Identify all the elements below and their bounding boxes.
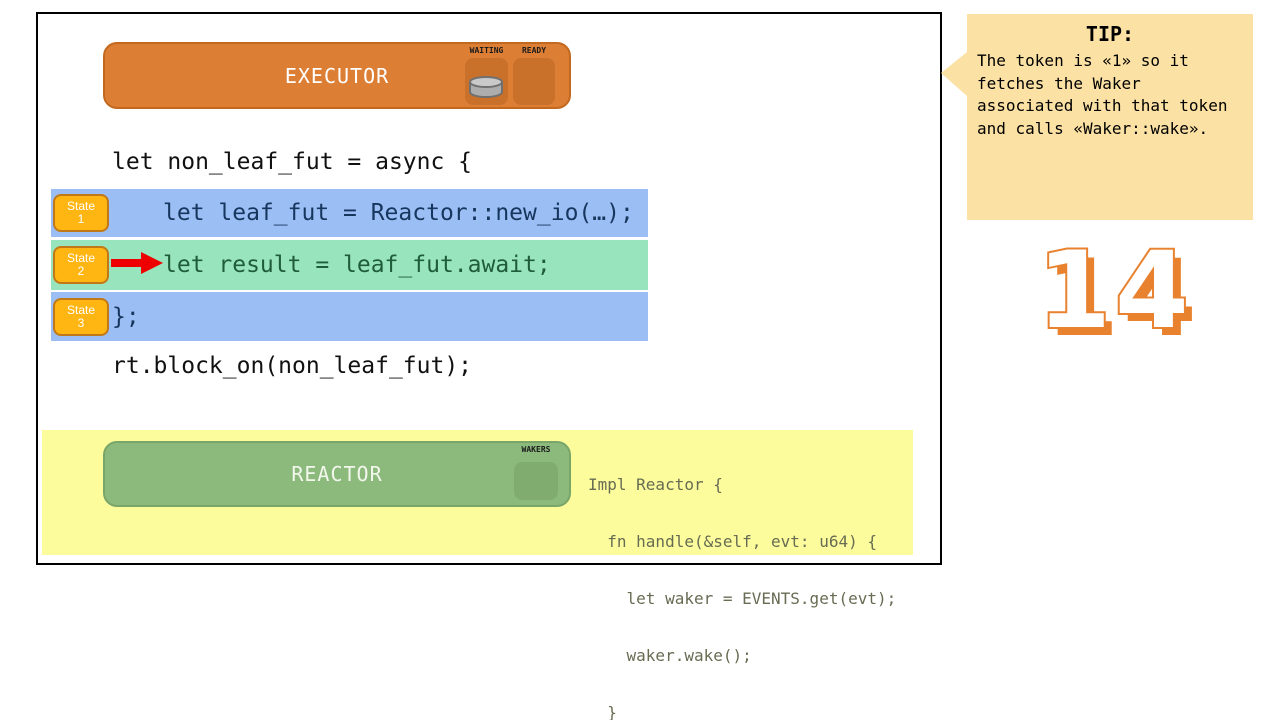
executor-box: EXECUTOR WAITING READY (103, 42, 571, 109)
state-1-code: let leaf_fut = Reactor::new_io(…); (163, 200, 634, 226)
tip-title: TIP: (1085, 22, 1135, 46)
state-2-code: let result = leaf_fut.await; (163, 252, 551, 278)
waiting-slot-label: WAITING (469, 46, 504, 55)
reactor-label: REACTOR (291, 462, 383, 486)
state-2-badge: State 2 (53, 246, 109, 284)
state-row-2: State 2 let result = leaf_fut.await; (51, 240, 648, 290)
reactor-code-line: Impl Reactor { (588, 475, 723, 494)
state-row-1: State 1 let leaf_fut = Reactor::new_io(…… (51, 189, 648, 237)
state-3-code: }; (112, 303, 140, 330)
reactor-code-line: } (588, 703, 617, 720)
state-badge-word: State (66, 199, 96, 213)
state-badge-number: 2 (77, 264, 85, 278)
state-badge-word: State (66, 302, 96, 317)
state-badge-word: State (66, 251, 96, 265)
tip-body: The token is «1» so it fetches the Waker… (977, 51, 1228, 138)
ready-slot (513, 58, 555, 105)
state-badge-number: 3 (77, 315, 85, 330)
code-close-line: rt.block_on(non_leaf_fut); (112, 353, 473, 379)
slide-panel: EXECUTOR WAITING READY let non_leaf_fut … (36, 12, 942, 720)
code-open-line: let non_leaf_fut = async { (112, 149, 473, 175)
wakers-slot-label: WAKERS (521, 445, 551, 454)
waiting-slot (465, 58, 508, 105)
task-cylinder-icon (468, 75, 504, 103)
page-number: 14 (1035, 229, 1193, 352)
reactor-code-block: Impl Reactor { fn handle(&self, evt: u64… (588, 437, 896, 720)
wakers-slot (514, 462, 558, 500)
reactor-box: REACTOR WAKERS (103, 441, 571, 507)
reactor-panel: REACTOR WAKERS Impl Reactor { fn handle(… (42, 430, 913, 720)
reactor-code-line: let waker = EVENTS.get(evt); (588, 589, 897, 608)
state-badge-number: 1 (77, 212, 85, 226)
state-row-3: State 3 }; (51, 292, 648, 341)
tip-callout-tail (941, 52, 967, 96)
reactor-code-line: fn handle(&self, evt: u64) { (588, 532, 877, 551)
ready-slot-label: READY (521, 46, 547, 55)
state-3-badge: State 3 (53, 297, 109, 336)
state-1-badge: State 1 (53, 194, 109, 232)
tip-callout: TIP: The token is «1» so it fetches the … (941, 14, 1253, 220)
current-line-arrow-icon (111, 251, 163, 279)
reactor-code-line: waker.wake(); (588, 646, 752, 665)
executor-label: EXECUTOR (284, 63, 390, 88)
